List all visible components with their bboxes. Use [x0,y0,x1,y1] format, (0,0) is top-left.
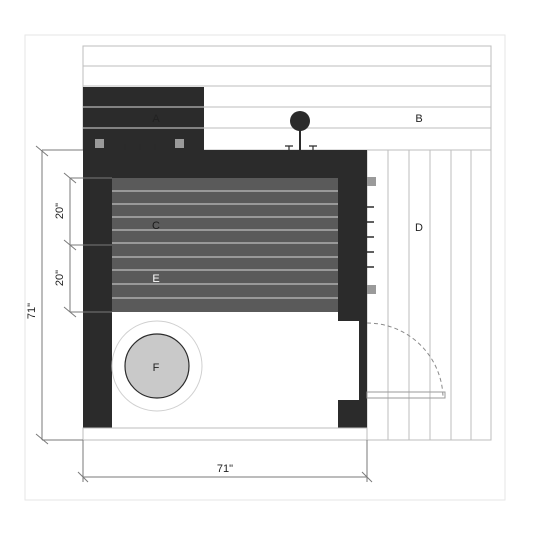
label-a: A [152,113,160,125]
vent-icons-a [95,139,184,148]
dimension-bench-lower-text: 20" [54,270,66,286]
door-swing [366,322,446,399]
dimension-benches [63,172,112,318]
dimension-width [77,440,373,483]
label-b: B [415,113,422,125]
lamp-icon [290,111,310,150]
label-d: D [415,222,423,234]
floor-sill [82,427,368,441]
siding-d [366,149,492,441]
dimension-width-text: 71" [217,463,233,475]
bench-c-e [112,178,338,312]
hook-icons-a [124,144,156,151]
background-panel [24,34,506,501]
vent-icons-d [367,177,376,294]
hook-icons-d [367,206,374,268]
label-e: E [152,273,159,285]
sauna-walls [83,150,367,428]
heater-f [111,320,203,412]
dimension-height [35,145,83,445]
dimension-bench-upper-text: 20" [54,203,66,219]
label-f: F [153,362,160,374]
label-c: C [152,220,160,232]
dimension-height-text: 71" [26,303,38,319]
